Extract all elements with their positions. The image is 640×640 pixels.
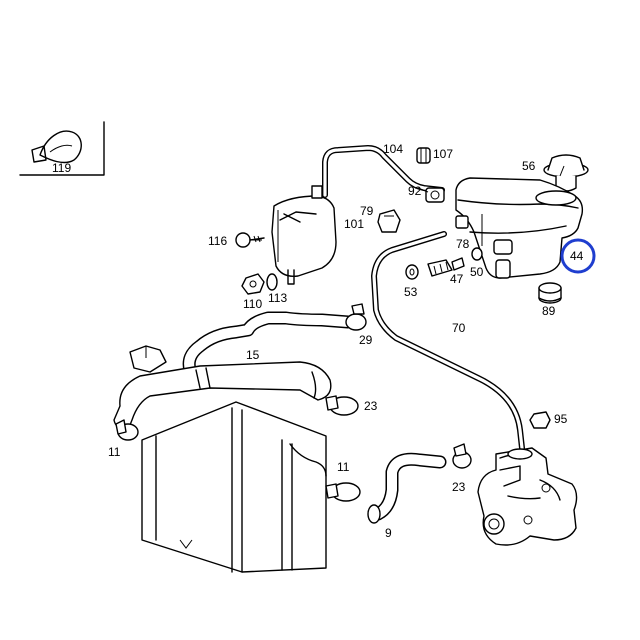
clamp-11-left bbox=[115, 419, 139, 441]
label-113: 113 bbox=[268, 291, 287, 305]
hose-70 bbox=[371, 231, 525, 451]
reservoir-bottle bbox=[271, 185, 337, 285]
sensor-47 bbox=[427, 257, 465, 277]
thermostat-housing bbox=[129, 345, 167, 373]
label-70: 70 bbox=[452, 321, 466, 335]
hose-9 bbox=[367, 452, 447, 524]
label-110: 110 bbox=[243, 297, 262, 311]
label-23-lower: 23 bbox=[452, 480, 466, 494]
inset-box-119 bbox=[19, 121, 105, 176]
part-labels: 119 104 107 56 92 79 101 78 116 44 53 47… bbox=[52, 142, 584, 540]
label-92: 92 bbox=[408, 184, 422, 198]
label-116: 116 bbox=[208, 234, 227, 248]
label-23-upper: 23 bbox=[364, 399, 378, 413]
clamp-23-lower bbox=[452, 443, 472, 469]
leader-lines bbox=[250, 165, 565, 241]
fitting-79 bbox=[377, 209, 401, 233]
label-11-mid: 11 bbox=[337, 460, 350, 474]
clamp-29 bbox=[345, 303, 367, 331]
label-95: 95 bbox=[554, 412, 568, 426]
label-119: 119 bbox=[52, 161, 71, 175]
nut-110 bbox=[241, 273, 265, 295]
tube-104 bbox=[322, 145, 445, 198]
label-47: 47 bbox=[450, 272, 464, 286]
label-89: 89 bbox=[542, 304, 556, 318]
label-9: 9 bbox=[385, 526, 392, 540]
expansion-tank-44 bbox=[455, 177, 584, 279]
label-56: 56 bbox=[522, 159, 536, 173]
clamp-11-mid bbox=[325, 482, 361, 502]
fitting-78 bbox=[455, 215, 469, 229]
label-15: 15 bbox=[246, 348, 260, 362]
label-78: 78 bbox=[456, 237, 470, 251]
label-101: 101 bbox=[344, 217, 364, 231]
label-107: 107 bbox=[433, 147, 453, 161]
washer-113 bbox=[266, 273, 278, 291]
nut-95 bbox=[529, 411, 551, 429]
washer-53 bbox=[405, 264, 419, 280]
radiator-cap-56 bbox=[543, 154, 589, 192]
clamp-23-upper bbox=[325, 395, 359, 416]
label-53: 53 bbox=[404, 285, 418, 299]
label-29: 29 bbox=[359, 333, 373, 347]
washer-50 bbox=[471, 247, 483, 261]
highlight-circle-44 bbox=[560, 238, 596, 274]
label-104: 104 bbox=[383, 142, 403, 156]
mount-89 bbox=[538, 282, 562, 304]
label-50: 50 bbox=[470, 265, 484, 279]
hose-15 bbox=[182, 311, 355, 387]
label-79: 79 bbox=[360, 204, 374, 218]
water-pump bbox=[477, 447, 578, 546]
clamp-92 bbox=[425, 187, 445, 203]
radiator bbox=[141, 401, 327, 573]
clamp-107 bbox=[416, 147, 431, 164]
label-11-left: 11 bbox=[108, 445, 121, 459]
label-44: 44 bbox=[570, 249, 584, 263]
